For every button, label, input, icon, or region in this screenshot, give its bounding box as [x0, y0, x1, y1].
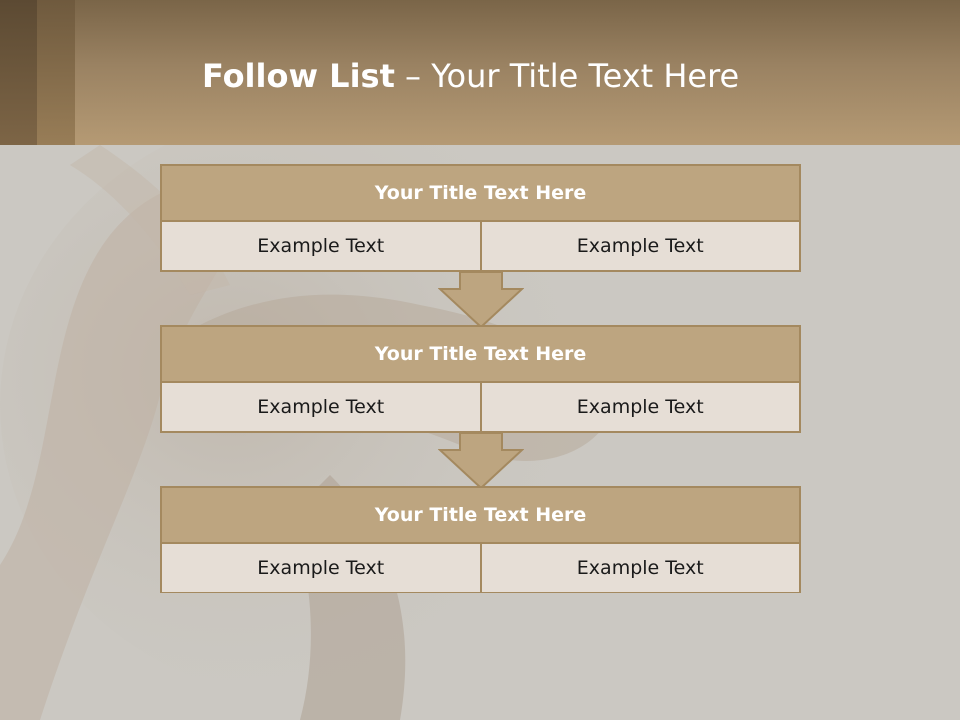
step-cell-right: Example Text: [479, 222, 800, 270]
header-accent-stripe-secondary: [37, 0, 75, 145]
step-title: Your Title Text Here: [162, 488, 799, 544]
step-row: Example Text Example Text: [162, 383, 799, 431]
step-cell-left: Example Text: [257, 235, 385, 257]
step-row: Example Text Example Text: [162, 222, 799, 270]
step-title: Your Title Text Here: [162, 327, 799, 383]
step-cell-right: Example Text: [479, 383, 800, 431]
step-block-3: Your Title Text Here Example Text Exampl…: [160, 486, 801, 593]
step-row: Example Text Example Text: [162, 544, 799, 592]
down-arrow-icon: [438, 271, 524, 329]
step-cell-right: Example Text: [479, 544, 800, 592]
step-block-2: Your Title Text Here Example Text Exampl…: [160, 325, 801, 433]
page-title-rest: – Your Title Text Here: [394, 57, 740, 95]
step-block-1: Your Title Text Here Example Text Exampl…: [160, 164, 801, 272]
header-band: [0, 0, 960, 145]
step-cell-left: Example Text: [257, 396, 385, 418]
header-accent-stripe: [0, 0, 37, 145]
down-arrow-icon: [438, 432, 524, 490]
page-title-bold: Follow List: [202, 57, 395, 95]
step-cell-left: Example Text: [257, 557, 385, 579]
page-title: Follow List – Your Title Text Here: [202, 52, 739, 100]
step-title: Your Title Text Here: [162, 166, 799, 222]
